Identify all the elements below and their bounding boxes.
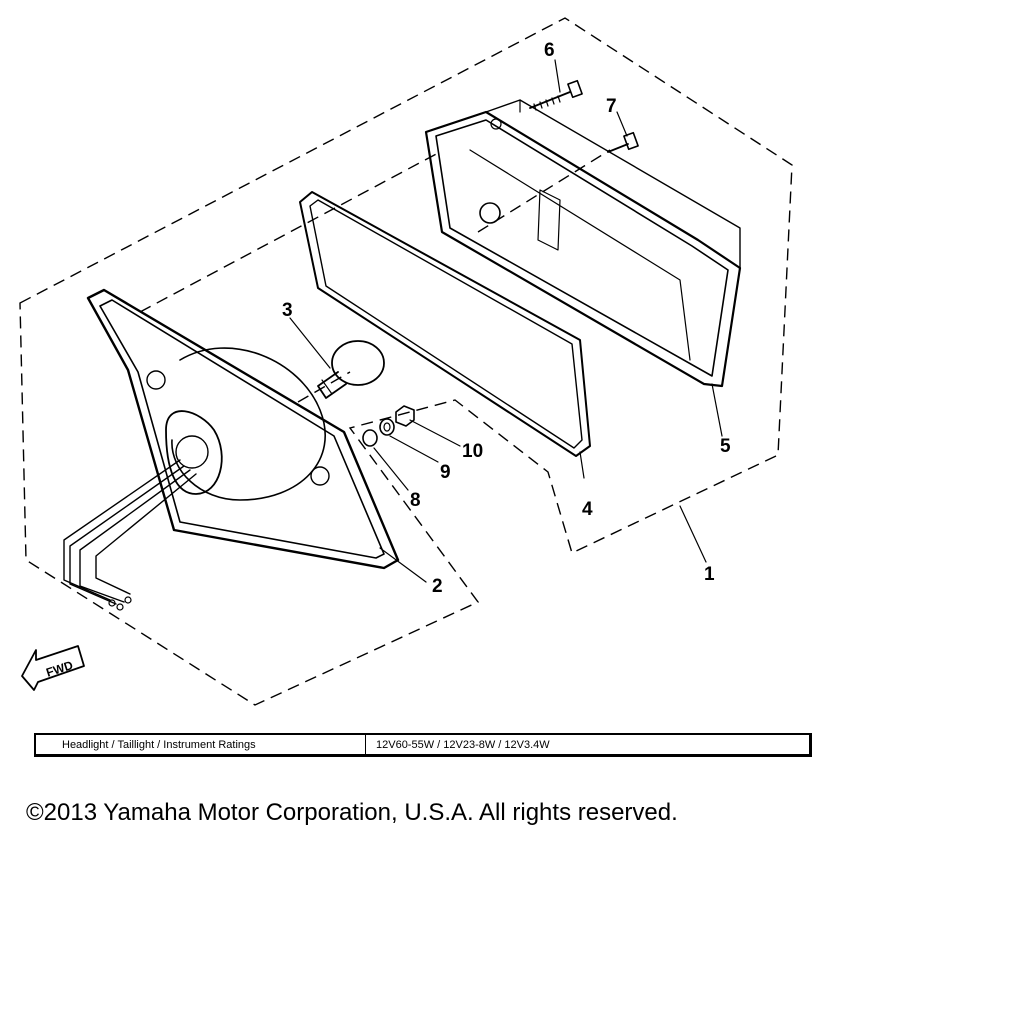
callout-1: 1 xyxy=(704,564,715,585)
ratings-label: Headlight / Taillight / Instrument Ratin… xyxy=(36,735,366,754)
hardware-8-9-10 xyxy=(362,405,415,447)
headlight-body xyxy=(86,288,400,570)
parts-diagram: 1 2 3 4 5 6 7 8 9 10 FWD xyxy=(19,17,793,706)
screw-6 xyxy=(529,79,583,111)
callout-8: 8 xyxy=(410,490,421,511)
fwd-label: FWD xyxy=(44,658,75,680)
fwd-arrow: FWD xyxy=(21,645,85,691)
callout-9: 9 xyxy=(440,462,451,483)
callout-10: 10 xyxy=(462,441,483,462)
copyright-notice: ©2013 Yamaha Motor Corporation, U.S.A. A… xyxy=(26,799,678,826)
screw-7 xyxy=(607,131,639,153)
callout-7: 7 xyxy=(606,96,617,117)
ratings-table: Headlight / Taillight / Instrument Ratin… xyxy=(34,733,812,757)
alignment-lines xyxy=(139,149,611,403)
bulb xyxy=(317,340,385,399)
rear-housing xyxy=(424,99,742,388)
callout-5: 5 xyxy=(720,436,731,457)
callout-2: 2 xyxy=(432,576,443,597)
ratings-value: 12V60-55W / 12V23-8W / 12V3.4W xyxy=(376,738,550,751)
lens-gasket xyxy=(299,191,591,457)
assembly-boundary xyxy=(19,17,793,706)
callout-6: 6 xyxy=(544,40,555,61)
callout-3: 3 xyxy=(282,300,293,321)
leader-lines xyxy=(289,59,723,583)
wiring-harness xyxy=(63,459,197,611)
callout-4: 4 xyxy=(582,499,593,520)
